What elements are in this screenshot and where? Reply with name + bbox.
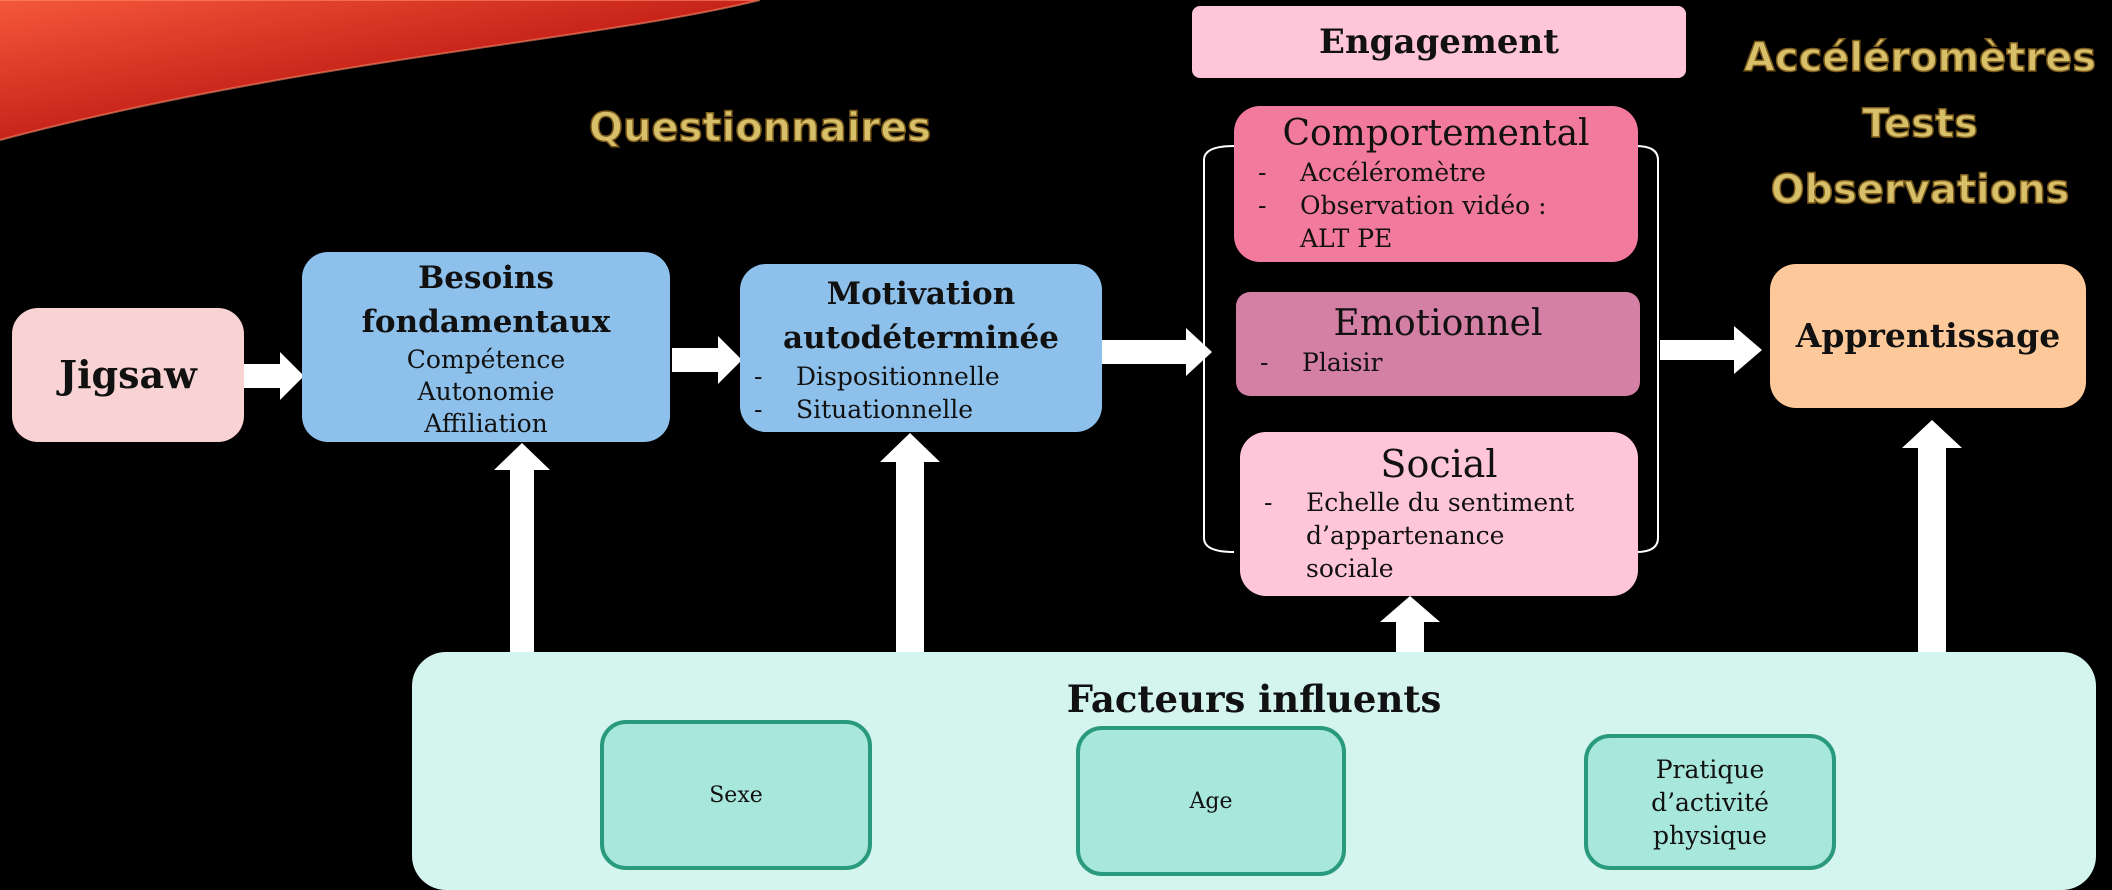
motivation-item: Situationnelle <box>744 393 1102 426</box>
motivation-item: Dispositionnelle <box>744 360 1102 393</box>
motivation-title-line1: Motivation <box>826 276 1016 312</box>
comportemental-title: Comportemental <box>1282 113 1590 154</box>
besoins-title-line2: fondamentaux <box>361 304 611 340</box>
besoins-item: Autonomie <box>417 377 555 406</box>
comportemental-item: ALT PE <box>1300 224 1393 253</box>
besoins-title-line1: Besoins <box>418 260 554 296</box>
engagement-title: Engagement <box>1319 22 1559 62</box>
engagement-header: Engagement <box>1192 6 1686 78</box>
engagement-bracket-left <box>1203 145 1235 553</box>
node-social: Social Echelle du sentiment d’appartenan… <box>1240 432 1638 596</box>
arrow-motivation-to-engagement <box>1102 328 1212 376</box>
motivation-title-line2: autodéterminée <box>783 320 1059 356</box>
comportemental-item: Accéléromètre <box>1248 156 1638 189</box>
facteur-label: Age <box>1189 788 1233 814</box>
arrow-besoins-to-motivation <box>672 336 742 384</box>
node-motivation-autodeterminee: Motivation autodéterminée Dispositionnel… <box>740 264 1102 432</box>
comportemental-item: Observation vidéo : <box>1248 189 1638 222</box>
social-title: Social <box>1380 442 1498 486</box>
besoins-item: Compétence <box>406 345 566 374</box>
methods-heading: Accéléromètres Tests Observations <box>1735 25 2105 223</box>
arrow-up-to-besoins <box>494 443 550 655</box>
facteur-age: Age <box>1076 726 1346 876</box>
facteur-label: Pratique d’activité physique <box>1651 754 1769 850</box>
node-emotionnel: Emotionnel Plaisir <box>1236 292 1640 396</box>
arrow-up-to-social <box>1380 596 1440 655</box>
node-besoins-fondamentaux: Besoins fondamentaux Compétence Autonomi… <box>302 252 670 442</box>
emotionnel-item: Plaisir <box>1250 346 1640 379</box>
emotionnel-title: Emotionnel <box>1333 303 1543 344</box>
node-jigsaw: Jigsaw <box>12 308 244 442</box>
node-comportemental: Comportemental Accéléromètre Observation… <box>1234 106 1638 262</box>
jigsaw-label: Jigsaw <box>59 352 197 397</box>
facteur-pratique-activite-physique: Pratique d’activité physique <box>1584 734 1836 870</box>
arrow-jigsaw-to-besoins <box>244 352 304 400</box>
decorative-swoosh <box>0 0 760 141</box>
method-tests: Tests <box>1861 100 1978 148</box>
social-item: Echelle du sentiment <box>1254 486 1638 519</box>
apprentissage-label: Apprentissage <box>1795 316 2061 355</box>
node-apprentissage: Apprentissage <box>1770 264 2086 408</box>
facteur-sexe: Sexe <box>600 720 872 870</box>
social-item: sociale <box>1306 554 1394 583</box>
questionnaires-heading: Questionnaires <box>588 104 932 152</box>
besoins-item: Affiliation <box>424 409 548 438</box>
facteur-label: Sexe <box>709 782 763 808</box>
arrow-up-to-apprentissage <box>1902 420 1962 660</box>
arrow-up-to-motivation <box>880 433 940 655</box>
facteurs-title: Facteurs influents <box>1066 677 1442 721</box>
social-item: d’appartenance <box>1306 521 1505 550</box>
method-observations: Observations <box>1770 166 2070 214</box>
method-accelerometres: Accéléromètres <box>1743 34 2097 82</box>
engagement-bracket-right <box>1635 145 1659 553</box>
arrow-engagement-to-apprentissage <box>1660 326 1762 374</box>
